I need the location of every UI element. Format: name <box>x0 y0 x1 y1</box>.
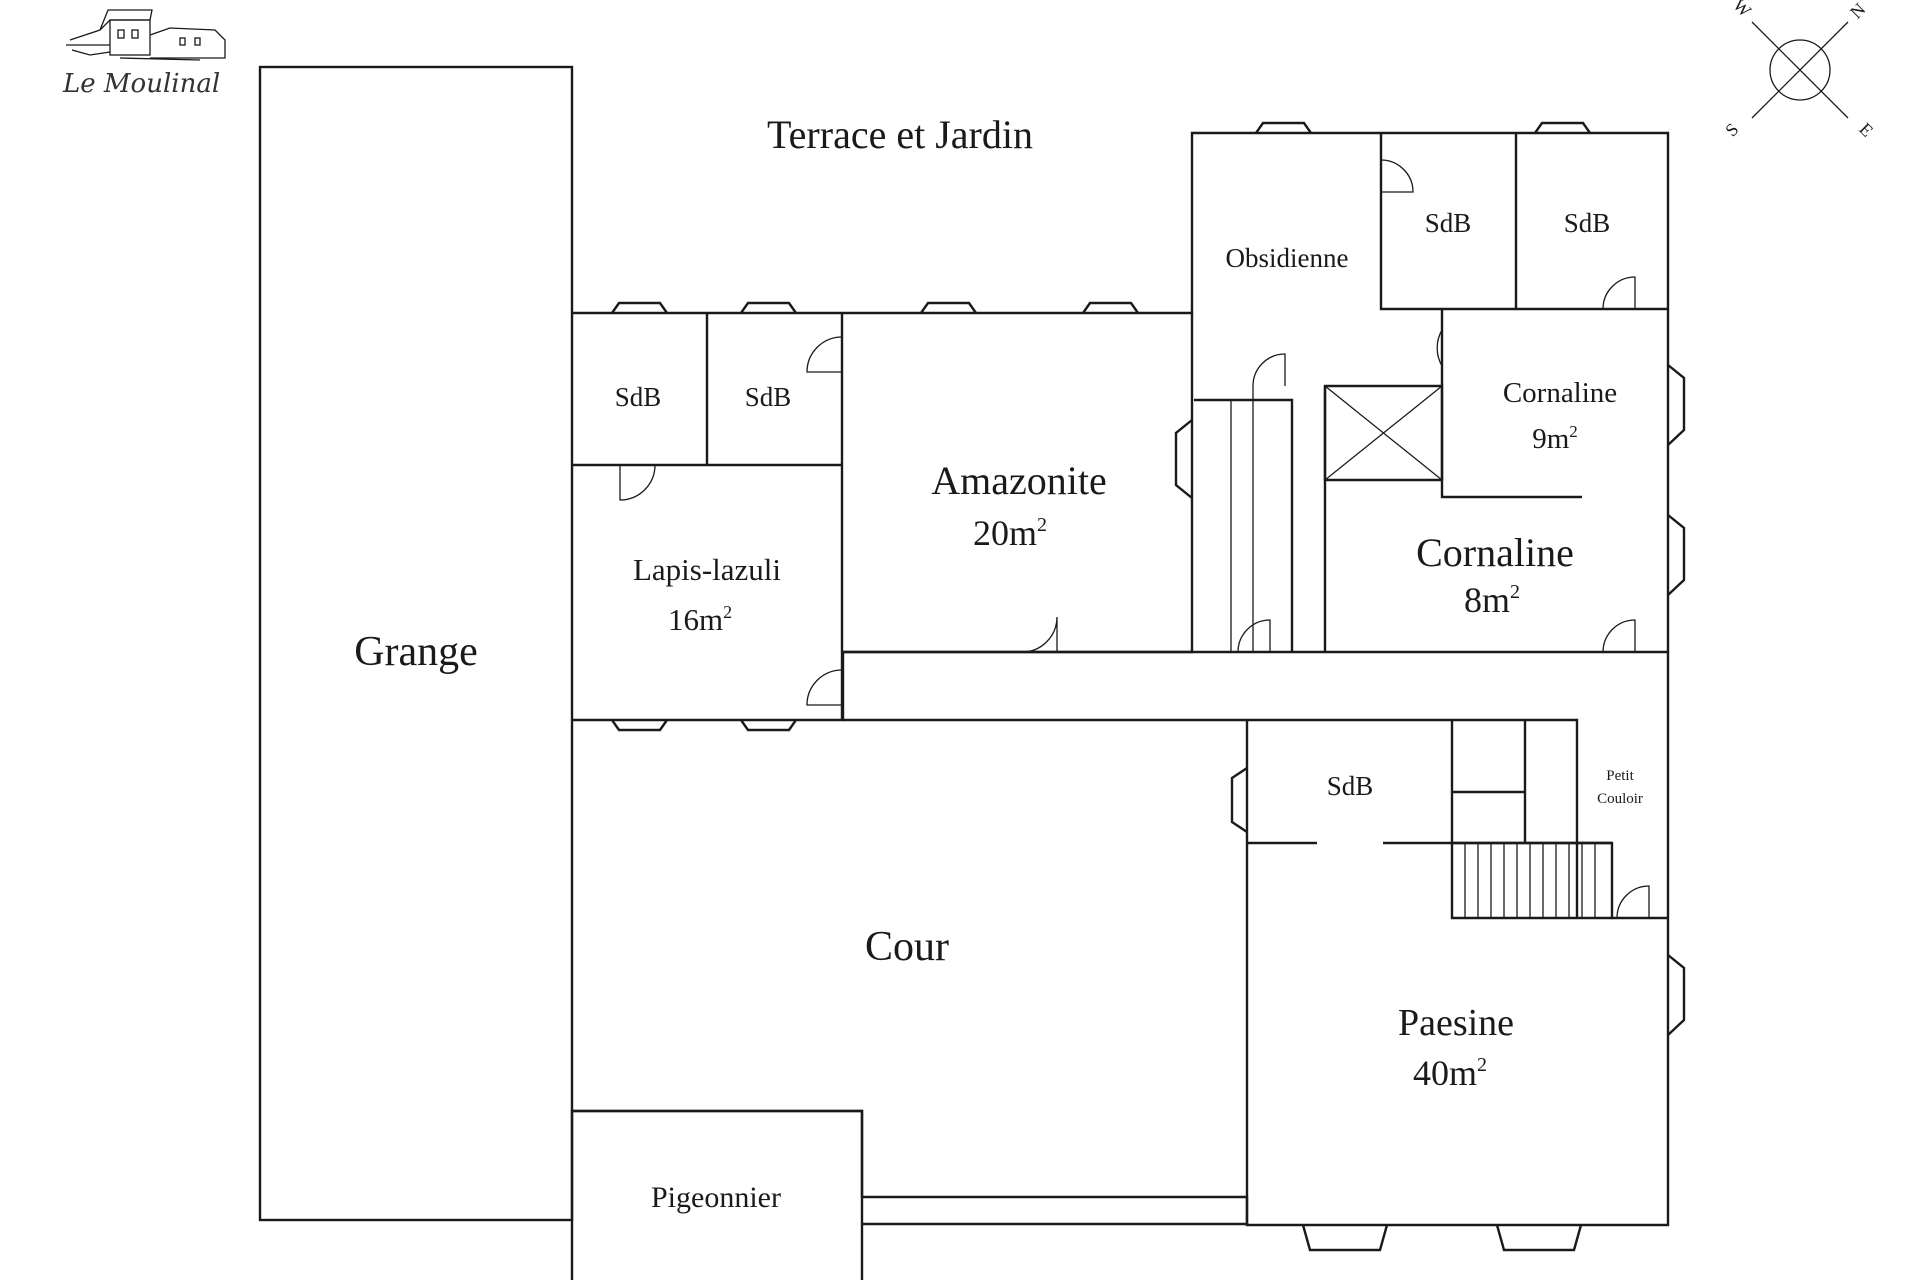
compass: N E S W <box>1721 0 1877 141</box>
lapis-label: Lapis-lazuli <box>633 552 781 587</box>
compass-e: E <box>1855 119 1877 141</box>
terrace-label: Terrace et Jardin <box>767 112 1033 157</box>
sdb-label-4: SdB <box>1564 208 1611 238</box>
amazonite-label: Amazonite <box>931 458 1107 503</box>
lapis-area: 16m2 <box>668 602 732 637</box>
logo: Le Moulinal <box>62 9 226 99</box>
sdb-label-1: SdB <box>615 382 662 412</box>
sdb-label-2: SdB <box>745 382 792 412</box>
paesine-area: 40m2 <box>1413 1053 1487 1093</box>
paesine-label: Paesine <box>1398 1002 1514 1044</box>
pigeonnier-label: Pigeonnier <box>651 1181 781 1214</box>
grange-label: Grange <box>354 629 478 675</box>
compass-n: N <box>1846 0 1869 22</box>
compass-w: W <box>1729 0 1755 21</box>
windows <box>611 121 1686 1252</box>
cour-label: Cour <box>865 924 949 970</box>
cornaline-small-area: 9m2 <box>1532 422 1578 455</box>
obsidienne-label: Obsidienne <box>1226 243 1349 273</box>
cornaline-small-label: Cornaline <box>1503 377 1617 409</box>
amazonite-area: 20m2 <box>973 513 1047 553</box>
walls <box>258 65 1670 1280</box>
sdb-label-3: SdB <box>1425 208 1472 238</box>
petit-couloir-line2: Couloir <box>1597 791 1643 807</box>
doors <box>619 159 1650 919</box>
logo-house-drawing <box>66 9 226 61</box>
cornaline-large-area: 8m2 <box>1464 580 1520 620</box>
cornaline-large-label: Cornaline <box>1416 530 1574 575</box>
compass-s: S <box>1721 119 1742 140</box>
logo-text: Le Moulinal <box>62 69 220 99</box>
labels: Terrace et Jardin Grange SdB SdB Lapis-l… <box>354 112 1643 1214</box>
sdb-label-5: SdB <box>1327 771 1374 801</box>
grange-walls <box>258 65 574 1222</box>
petit-couloir-line1: Petit <box>1606 768 1634 784</box>
